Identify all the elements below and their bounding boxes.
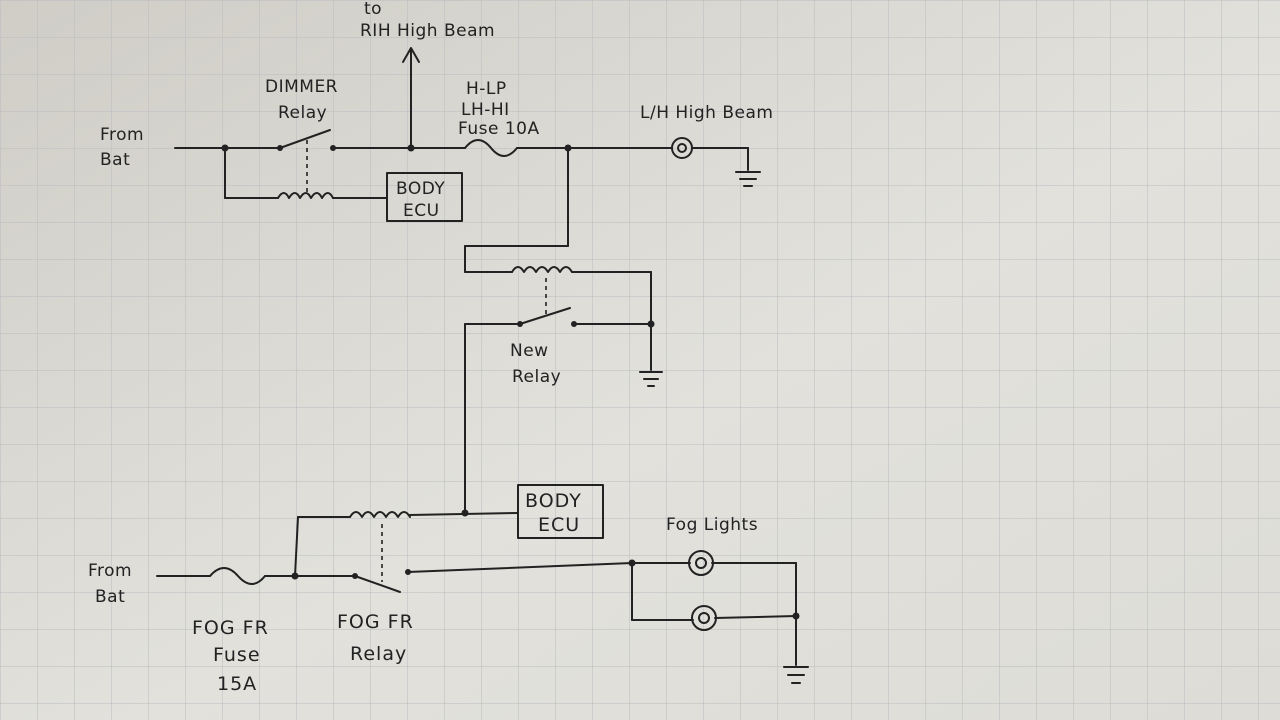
fuse-top-label-line2: LH-HI [461,100,510,120]
new-relay-label-line2: Relay [512,367,561,387]
lh-high-beam-label: L/H High Beam [640,103,773,123]
new-relay-coil [511,266,573,273]
fog-fuse-label-line1: FOG FR [192,617,269,639]
fog-relay-switch [352,569,411,593]
dimmer-relay-coil [277,192,334,199]
fuse-top-label-line3: Fuse 10A [458,119,540,139]
body-ecu-bottom-label-line1: BODY [525,490,582,512]
from-bat-bottom-label-line2: Bat [95,587,125,607]
to-label: to [364,0,382,19]
rh-high-beam-arrow [402,47,420,149]
fog-fuse-label-line2: Fuse [213,644,261,666]
body-ecu-top-label-line2: ECU [403,201,440,221]
body-ecu-top-label-line1: BODY [396,179,445,199]
body-ecu-bottom-label-line2: ECU [538,514,580,536]
ground-symbol-top [735,171,761,187]
ground-symbol-bottom [783,666,809,684]
rh-high-beam-label: RIH High Beam [360,21,495,41]
fog-lights-label: Fog Lights [666,515,758,535]
fog-fuse-label-line3: 15A [217,673,257,695]
fuse-10a [464,139,518,157]
junction-dots [221,144,800,620]
new-relay-switch [517,307,577,327]
dimmer-relay-label-line2: Relay [278,103,327,123]
lh-high-beam-lamp [671,137,693,159]
fuse-top-label-line1: H-LP [466,79,507,99]
body-ecu-top-box [386,172,463,222]
from-bat-top-label-line1: From [100,125,144,145]
fog-fuse-15a [209,567,266,585]
ground-symbol-middle [639,371,663,387]
fog-relay-label-line1: FOG FR [337,611,414,633]
body-ecu-bottom-box [517,484,604,539]
top-circuit-wires [174,147,749,514]
fog-lamp-lower [691,605,717,631]
new-relay-label-line1: New [510,341,549,361]
dimmer-relay-switch [277,129,336,151]
from-bat-bottom-label-line1: From [88,561,132,581]
from-bat-top-label-line2: Bat [100,150,130,170]
fog-lamp-upper [688,550,714,576]
fog-relay-label-line2: Relay [350,643,407,665]
fog-relay-coil [349,511,411,518]
dimmer-relay-label-line1: DIMMER [265,77,338,97]
